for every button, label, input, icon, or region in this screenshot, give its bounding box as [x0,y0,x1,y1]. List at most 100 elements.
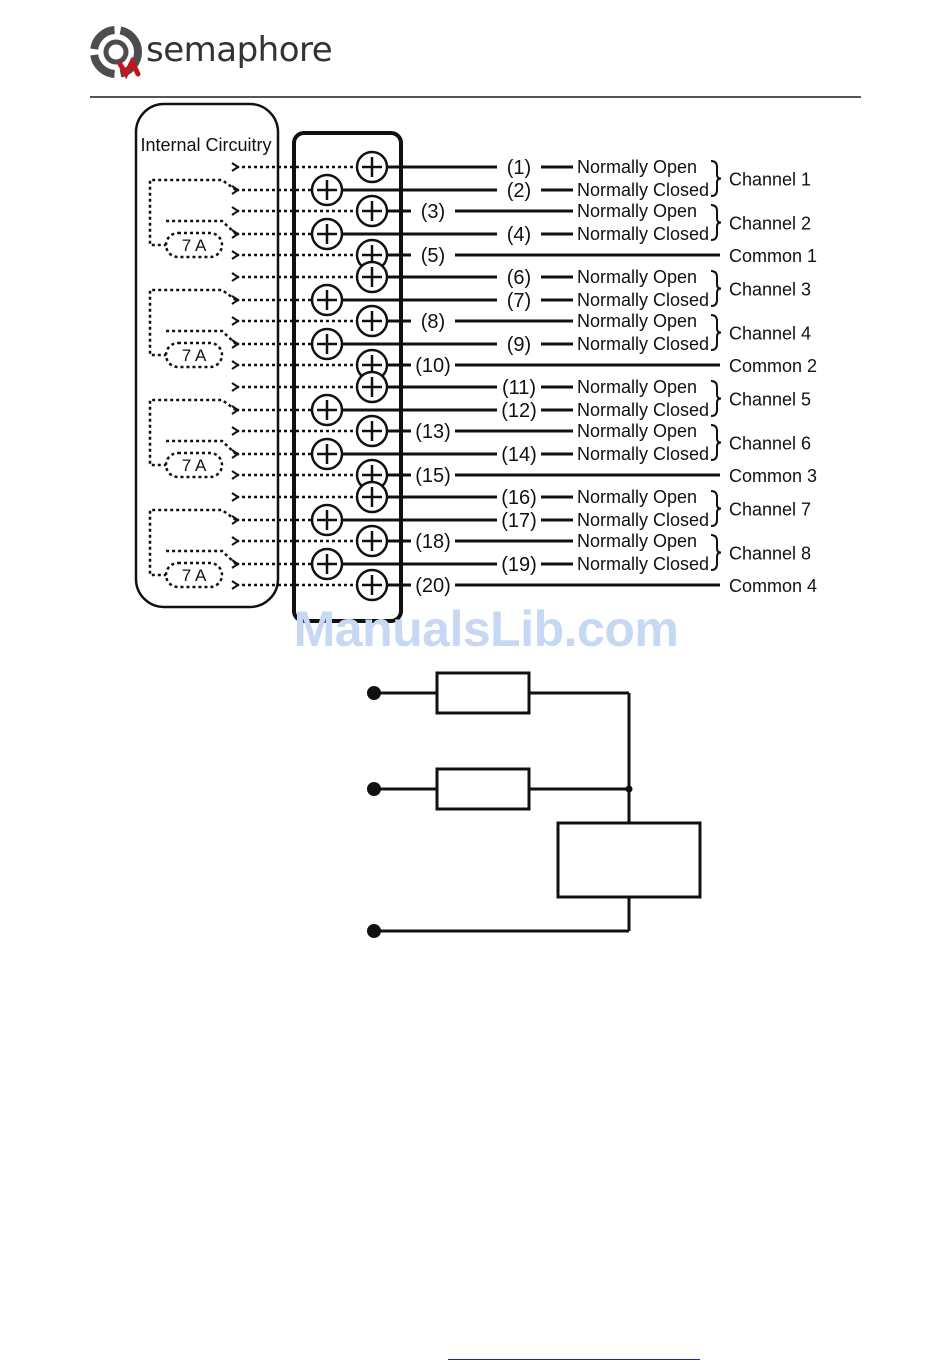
terminal-number-20: (20) [415,575,451,597]
link-arrow-11 [231,382,240,392]
channel-label-5: Channel 5 [729,390,811,410]
terminal-number-8: (8) [421,311,445,333]
circuit-resistor-2 [435,767,531,811]
fuse-label-4: 7 A [182,566,207,585]
circuit-junction [625,785,633,793]
channel-brace-6 [710,424,722,461]
contact-label-3: Normally Open [577,201,697,221]
relay-link-b-3 [166,439,237,455]
contact-label-14: Normally Closed [577,510,709,530]
terminal-number-1: (1) [507,157,531,179]
brand-name: semaphore [146,30,333,70]
link-arrow-10 [231,360,240,370]
circuit-node-bottom [367,924,381,938]
contact-label-6: Normally Closed [577,290,709,310]
relay-link-b-2 [166,329,237,345]
fuse-label-2: 7 A [182,346,207,365]
contact-label-10: Normally Closed [577,400,709,420]
semaphore-logo-mark [90,26,142,80]
fuse-2 [164,341,224,369]
channel-brace-7 [710,490,722,527]
channel-brace-2 [710,204,722,241]
link-arrow-15 [231,470,240,480]
channel-label-4: Channel 4 [729,324,811,344]
terminal-number-4: (4) [507,224,531,246]
link-arrow-13 [231,426,240,436]
fuse-label-1: 7 A [182,236,207,255]
terminal-number-2: (2) [507,180,531,202]
terminal-number-9: (9) [507,334,531,356]
link-arrow-19 [231,559,240,569]
channel-label-6: Channel 6 [729,434,811,454]
terminal-number-7: (7) [507,290,531,312]
contact-label-13: Normally Open [577,487,697,507]
common-label-4: Common 4 [729,576,817,596]
contact-label-11: Normally Open [577,421,697,441]
link-arrow-3 [231,206,240,216]
link-arrow-1 [231,162,240,172]
terminal-number-13: (13) [415,421,451,443]
output-circuit [374,671,702,933]
fuse-label-3: 7 A [182,456,207,475]
header-divider [90,96,861,98]
terminal-number-18: (18) [415,531,451,553]
channel-label-2: Channel 2 [729,214,811,234]
relay-link-b-4 [166,549,237,565]
link-arrow-7 [231,295,240,305]
semaphore-logo: semaphore [90,24,370,84]
channel-label-3: Channel 3 [729,280,811,300]
link-arrow-4 [231,229,240,239]
internal-circuitry-label: Internal Circuitry [140,135,271,155]
link-arrow-5 [231,250,240,260]
fuse-1 [164,231,224,259]
channel-label-8: Channel 8 [729,544,811,564]
channel-brace-3 [710,270,722,307]
contact-label-8: Normally Closed [577,334,709,354]
channel-brace-4 [710,314,722,351]
link-arrow-16 [231,492,240,502]
terminal-number-12: (12) [501,400,537,422]
circuit-resistor-1 [435,671,531,715]
terminal-number-10: (10) [415,355,451,377]
link-arrow-14 [231,449,240,459]
terminal-number-3: (3) [421,201,445,223]
link-arrow-8 [231,316,240,326]
terminal-block [292,131,403,623]
terminal-number-17: (17) [501,510,537,532]
terminal-number-19: (19) [501,554,537,576]
circuit-node-mid [367,782,381,796]
channel-label-1: Channel 1 [729,170,811,190]
footer-link-underline[interactable] [448,1359,700,1360]
contact-label-5: Normally Open [577,267,697,287]
contact-label-12: Normally Closed [577,444,709,464]
terminal-number-11: (11) [502,377,536,399]
link-arrow-17 [231,515,240,525]
terminal-number-16: (16) [501,487,537,509]
common-label-3: Common 3 [729,466,817,486]
fuse-3 [164,451,224,479]
common-label-1: Common 1 [729,246,817,266]
relay-link-b-1 [166,219,237,235]
link-arrow-20 [231,580,240,590]
diagram-elements: (1)(2) (3) (4) (5) (6)(7) (8) (9) (10) (11)(12) (… [148,150,817,602]
terminal-number-5: (5) [421,245,445,267]
channel-label-7: Channel 7 [729,500,811,520]
channel-brace-1 [710,160,722,197]
contact-label-7: Normally Open [577,311,697,331]
terminal-number-14: (14) [501,444,537,466]
terminal-number-6: (6) [507,267,531,289]
internal-circuitry-box [134,102,280,609]
common-label-2: Common 2 [729,356,817,376]
watermark: ManualsLib.com [293,601,679,657]
contact-label-4: Normally Closed [577,224,709,244]
contact-label-16: Normally Closed [577,554,709,574]
link-arrow-18 [231,536,240,546]
circuit-load-box [556,821,702,899]
channel-brace-5 [710,380,722,417]
contact-label-15: Normally Open [577,531,697,551]
contact-label-1: Normally Open [577,157,697,177]
contact-label-2: Normally Closed [577,180,709,200]
channel-brace-8 [710,534,722,571]
